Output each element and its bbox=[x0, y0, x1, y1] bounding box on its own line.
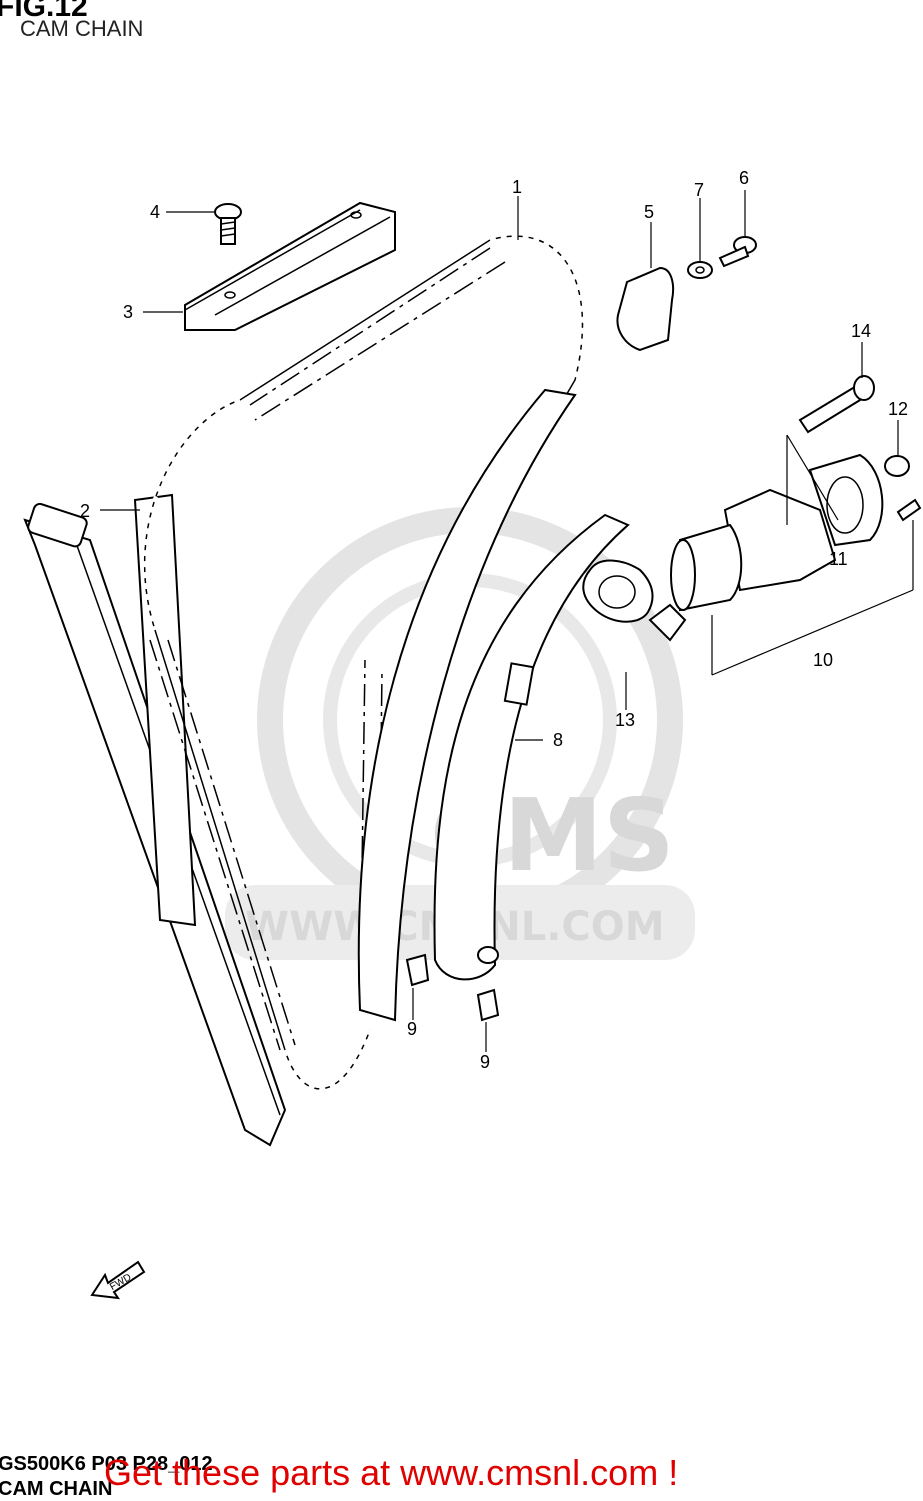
part-4-screw bbox=[214, 203, 242, 245]
bracket-10-bottom bbox=[711, 589, 914, 676]
figure-subtitle: CAM CHAIN bbox=[20, 16, 144, 41]
fwd-label: FWD bbox=[108, 1272, 133, 1293]
callout-14: 14 bbox=[851, 321, 871, 341]
callout-5: 5 bbox=[644, 202, 654, 222]
promo-link[interactable]: Get these parts at www.cmsnl.com ! bbox=[104, 1452, 679, 1493]
callout-10: 10 bbox=[813, 650, 833, 670]
callout-3: 3 bbox=[123, 302, 133, 322]
part-9-pin-a bbox=[405, 953, 430, 987]
leader-lines bbox=[100, 190, 899, 1052]
callout-9b: 9 bbox=[480, 1052, 490, 1072]
fwd-arrow-icon: FWD bbox=[90, 1260, 146, 1300]
footer-subtitle: CAM CHAIN bbox=[0, 1478, 113, 1500]
callout-7: 7 bbox=[694, 180, 704, 200]
figure-title: FIG.12 bbox=[0, 0, 88, 23]
callout-6: 6 bbox=[739, 168, 749, 188]
part-8-tensioner-guide bbox=[357, 388, 630, 1022]
callout-11: 11 bbox=[829, 549, 848, 569]
footer-code: GS500K6 P03 P28_012 bbox=[0, 1453, 213, 1475]
callout-13: 13 bbox=[615, 710, 635, 730]
part-7-washer bbox=[687, 261, 713, 279]
bracket-11-top bbox=[786, 434, 839, 521]
part-10-tensioner-assembly bbox=[648, 453, 884, 642]
callout-8: 8 bbox=[553, 730, 563, 750]
part-13-gasket bbox=[582, 559, 654, 623]
part-5-cap bbox=[616, 266, 675, 352]
part-3-top-guide bbox=[184, 201, 396, 331]
small-screw bbox=[896, 498, 922, 522]
part-9-pin-b bbox=[476, 988, 500, 1022]
callout-4: 4 bbox=[150, 202, 160, 222]
callout-1: 1 bbox=[512, 177, 522, 197]
callout-12: 12 bbox=[888, 399, 908, 419]
part-12-plug bbox=[884, 455, 910, 477]
callout-9a: 9 bbox=[407, 1019, 417, 1039]
part-2-left-guide bbox=[23, 493, 287, 1147]
callout-labels: 1 2 3 4 5 6 7 8 9 9 10 11 12 13 14 bbox=[80, 168, 908, 1072]
callout-2: 2 bbox=[80, 501, 90, 521]
part-14-bolt bbox=[798, 375, 875, 434]
part-6-bolt bbox=[718, 236, 757, 268]
